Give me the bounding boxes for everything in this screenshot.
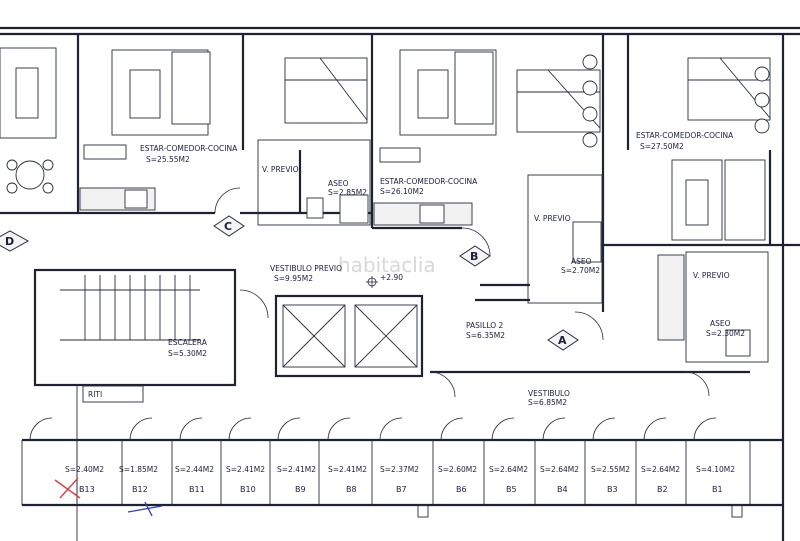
storage-code: B12 bbox=[132, 485, 148, 494]
storage-area: S=2.44M2 bbox=[175, 465, 214, 474]
storage-area: S=2.60M2 bbox=[438, 465, 477, 474]
storage-area: S=2.64M2 bbox=[489, 465, 528, 474]
unit-markers: D C B A bbox=[0, 215, 579, 351]
storage-code: B4 bbox=[557, 485, 568, 494]
storage-bank bbox=[21, 417, 783, 518]
unit-marker-b: B bbox=[459, 245, 491, 267]
room-name: VESTIBULO bbox=[528, 389, 570, 398]
storage-area: S=2.64M2 bbox=[641, 465, 680, 474]
room-name: V. PREVIO bbox=[262, 165, 299, 174]
unit-marker-a: A bbox=[547, 329, 579, 351]
storage-labels: S=2.40M2 B13 S=1.85M2 B12 S=2.44M2 B11 S… bbox=[65, 465, 735, 494]
storage-code: B9 bbox=[295, 485, 306, 494]
storage-code: B2 bbox=[657, 485, 668, 494]
room-labels: ESTAR-COMEDOR-COCINA S=25.55M2 ASEO S=2.… bbox=[88, 131, 745, 407]
unit-letter: D bbox=[5, 235, 14, 248]
storage-area: S=2.37M2 bbox=[380, 465, 419, 474]
storage-code: B6 bbox=[456, 485, 467, 494]
room-area: S=2.30M2 bbox=[706, 329, 745, 338]
storage-code: B8 bbox=[346, 485, 357, 494]
unit-letter: A bbox=[558, 334, 567, 347]
room-name: ASEO bbox=[328, 179, 349, 188]
room-area: S=26.10M2 bbox=[380, 187, 424, 196]
storage-code: B13 bbox=[79, 485, 95, 494]
room-name: VESTIBULO PREVIO bbox=[270, 264, 342, 273]
storage-area: S=1.85M2 bbox=[119, 465, 158, 474]
room-name: ESTAR-COMEDOR-COCINA bbox=[380, 177, 478, 186]
storage-area: S=2.41M2 bbox=[226, 465, 265, 474]
storage-area: S=2.64M2 bbox=[540, 465, 579, 474]
upper-furniture bbox=[0, 47, 771, 241]
watermark: habitaclia bbox=[338, 253, 436, 277]
stair-core bbox=[33, 268, 750, 541]
room-area: S=2.85M2 bbox=[328, 188, 367, 197]
storage-area: S=2.55M2 bbox=[591, 465, 630, 474]
storage-code: B7 bbox=[396, 485, 407, 494]
unit-marker-d: D bbox=[0, 230, 30, 252]
room-area: S=6.85M2 bbox=[528, 398, 567, 407]
room-name: PASILLO 2 bbox=[466, 321, 504, 330]
level-mark: +2.90 bbox=[380, 273, 403, 282]
storage-code: B10 bbox=[240, 485, 256, 494]
room-name: ASEO bbox=[710, 319, 731, 328]
room-area: S=25.55M2 bbox=[146, 155, 190, 164]
storage-area: S=4.10M2 bbox=[696, 465, 735, 474]
room-name: ASEO bbox=[571, 257, 592, 266]
annotation-marks bbox=[54, 477, 163, 517]
storage-code: B3 bbox=[607, 485, 618, 494]
storage-code: B5 bbox=[506, 485, 517, 494]
riti-label: RITI bbox=[88, 390, 102, 399]
room-area: S=5.30M2 bbox=[168, 349, 207, 358]
room-area: S=27.50M2 bbox=[640, 142, 684, 151]
room-name: V. PREVIO bbox=[693, 271, 730, 280]
room-name: ESCALERA bbox=[168, 338, 208, 347]
bathrooms bbox=[257, 139, 769, 363]
unit-letter: C bbox=[224, 220, 232, 233]
room-name: V. PREVIO bbox=[534, 214, 571, 223]
room-area: S=9.95M2 bbox=[274, 274, 313, 283]
room-area: S=2.70M2 bbox=[561, 266, 600, 275]
room-area: S=6.35M2 bbox=[466, 331, 505, 340]
storage-area: S=2.40M2 bbox=[65, 465, 104, 474]
kitchens bbox=[79, 187, 685, 341]
storage-area: S=2.41M2 bbox=[277, 465, 316, 474]
room-name: ESTAR-COMEDOR-COCINA bbox=[636, 131, 734, 140]
storage-code: B11 bbox=[189, 485, 205, 494]
storage-area: S=2.41M2 bbox=[328, 465, 367, 474]
exterior-walls bbox=[0, 26, 800, 541]
room-name: ESTAR-COMEDOR-COCINA bbox=[140, 144, 238, 153]
level-marker: +2.90 bbox=[366, 273, 403, 288]
unit-marker-c: C bbox=[213, 215, 245, 237]
doors bbox=[214, 187, 710, 398]
unit-letter: B bbox=[470, 250, 478, 263]
storage-code: B1 bbox=[712, 485, 723, 494]
